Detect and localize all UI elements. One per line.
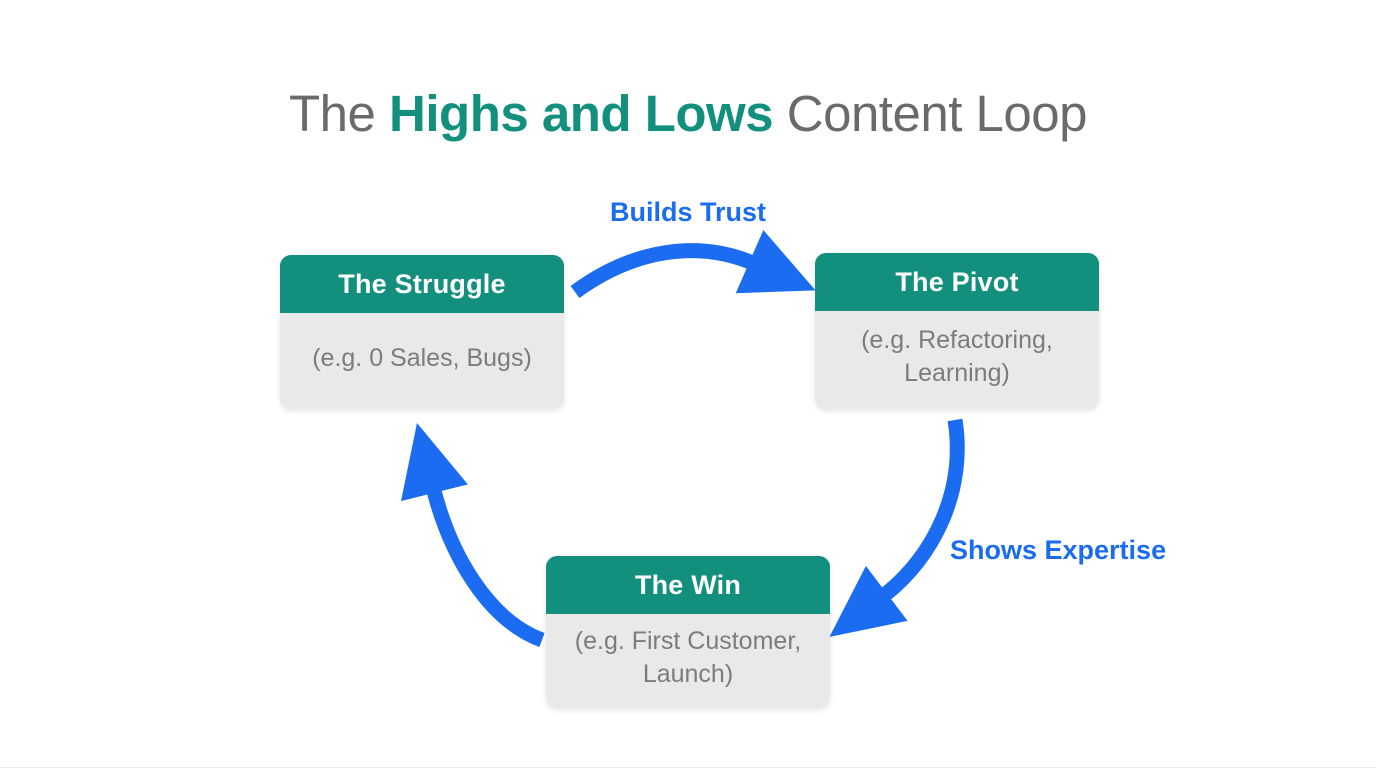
page-title-prefix: The (288, 85, 390, 142)
node-the-pivot-subtitle: (e.g. Refactoring, Learning) (861, 326, 1053, 387)
edge-label-shows-expertise: Shows Expertise (950, 535, 1167, 565)
page-title-suffix: Content Loop (773, 85, 1088, 142)
page-title-highlight: Highs and Lows (389, 85, 774, 142)
arrow-win-to-struggle (400, 422, 545, 648)
node-the-struggle-title: The Struggle (280, 255, 564, 313)
node-the-pivot: The Pivot (e.g. Refactoring, Learning) (815, 253, 1099, 409)
node-the-win-subtitle: (e.g. First Customer, Launch) (574, 627, 802, 688)
node-the-struggle-subtitle: (e.g. 0 Sales, Bugs) (312, 343, 532, 372)
node-the-win-title: The Win (546, 556, 830, 614)
node-the-pivot-title: The Pivot (815, 253, 1099, 311)
arrow-struggle-to-pivot (570, 229, 816, 299)
edge-label-builds-trust: Builds Trust (609, 197, 767, 227)
node-the-win: The Win (e.g. First Customer, Launch) (546, 556, 830, 708)
arrow-pivot-to-win (829, 418, 965, 637)
page-title: The Highs and Lows Content Loop (0, 84, 1376, 143)
node-the-struggle: The Struggle (e.g. 0 Sales, Bugs) (280, 255, 564, 409)
